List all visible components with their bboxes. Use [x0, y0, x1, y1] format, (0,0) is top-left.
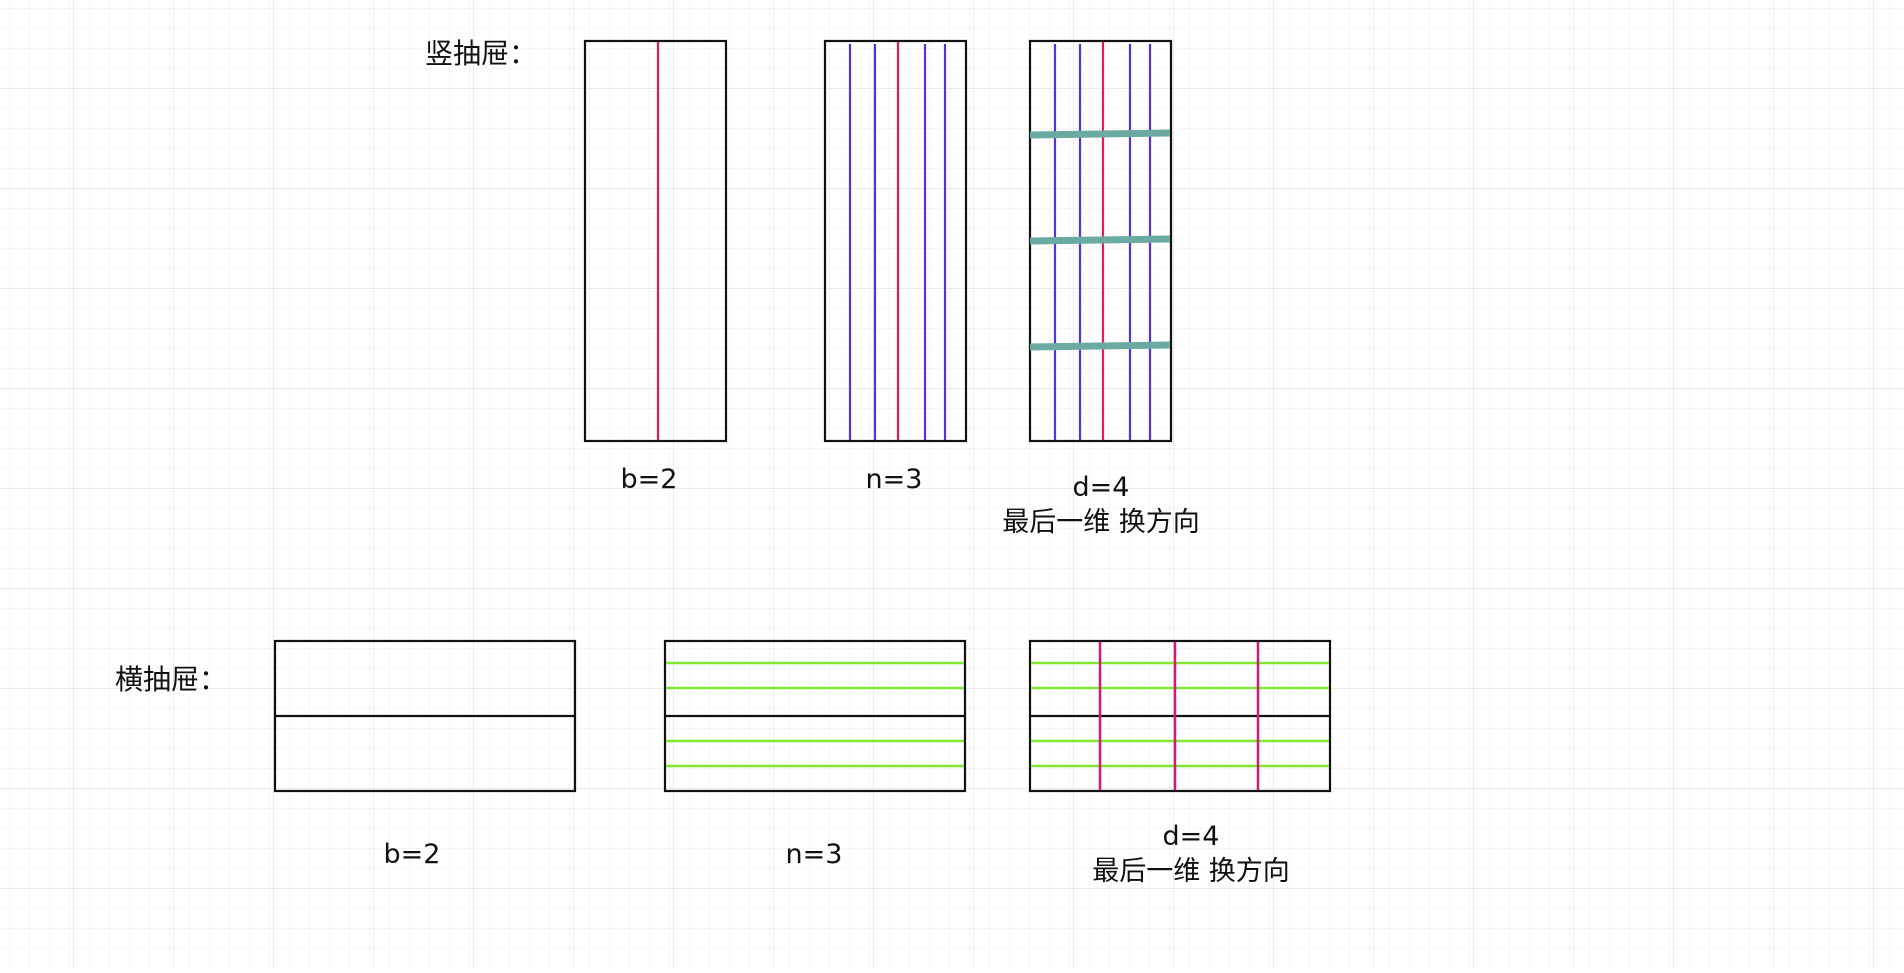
horizontal-d-drawer [1028, 639, 1332, 793]
vertical-d-drawer [1028, 39, 1173, 443]
horizontal-d-label: d=4 [1163, 821, 1220, 852]
horizontal-b-drawer [273, 639, 577, 793]
horizontal-n-label: n=3 [786, 839, 843, 870]
vertical-drawers-title: 竖抽屉： [425, 37, 537, 70]
vertical-b-outline [583, 39, 728, 443]
horizontal-d-note: 最后一维 换方向 [1092, 856, 1290, 887]
horizontal-drawers-title: 横抽屉： [115, 663, 227, 696]
vertical-b-drawer [583, 39, 728, 443]
vertical-d-teal-line-3 [1029, 341, 1171, 351]
horizontal-b-label: b=2 [384, 839, 441, 870]
vertical-n-outline [823, 39, 968, 443]
vertical-n-drawer [823, 39, 968, 443]
vertical-b-label: b=2 [621, 464, 678, 495]
vertical-d-label: d=4 [1073, 472, 1130, 503]
vertical-d-teal-line-2 [1029, 235, 1171, 245]
horizontal-n-drawer [663, 639, 967, 793]
vertical-d-note: 最后一维 换方向 [1002, 507, 1200, 538]
vertical-d-teal-line-1 [1029, 129, 1171, 139]
vertical-n-label: n=3 [866, 464, 923, 495]
